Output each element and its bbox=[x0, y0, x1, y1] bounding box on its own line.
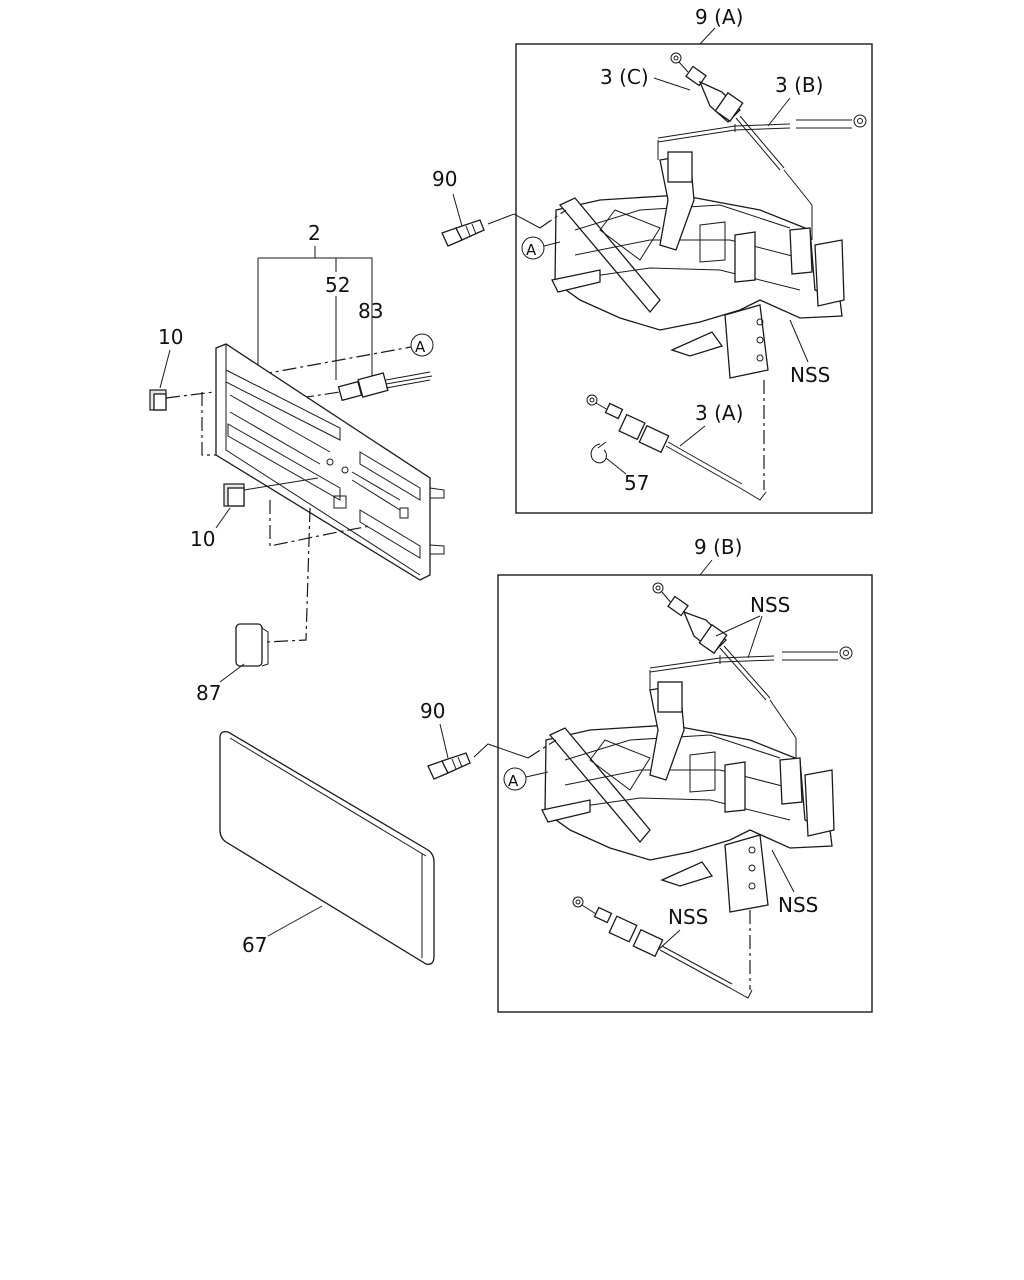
label-cable-3c: 3 (C) bbox=[600, 65, 649, 89]
label-assembly-9b: 9 (B) bbox=[694, 535, 742, 559]
knob-10-bottom bbox=[223, 477, 319, 507]
ref-a-box-b: A bbox=[508, 772, 519, 790]
label-clip-57: 57 bbox=[624, 471, 649, 495]
label-part-67: 67 bbox=[242, 933, 267, 957]
cable-3b bbox=[657, 114, 867, 160]
ref-a-box-a-circle bbox=[521, 236, 545, 260]
mechanism-body-9a bbox=[551, 151, 845, 379]
label-cable-3b: 3 (B) bbox=[775, 73, 823, 97]
control-panel-plate bbox=[215, 343, 445, 581]
cable-9b-top bbox=[649, 582, 853, 770]
control-panel-group: 2 52 83 A bbox=[149, 221, 445, 965]
label-part-87: 87 bbox=[196, 681, 221, 705]
label-assembly-9a: 9 (A) bbox=[695, 5, 743, 29]
knob-10-top bbox=[149, 389, 215, 411]
label-bolt-90-top: 90 bbox=[432, 167, 457, 191]
cable-3c bbox=[670, 52, 813, 240]
assembly-9b-group: 9 (B) NSS bbox=[420, 535, 873, 1013]
bulb-socket-52-83 bbox=[299, 371, 433, 402]
label-knob-10-bottom: 10 bbox=[190, 527, 215, 551]
cable-3a bbox=[586, 380, 767, 501]
bolt-90-bottom bbox=[427, 752, 471, 780]
label-part-83: 83 bbox=[358, 299, 383, 323]
mechanism-body-9b bbox=[541, 681, 835, 913]
lens-plate-67 bbox=[219, 730, 435, 965]
switch-cap-87 bbox=[235, 623, 269, 667]
ref-a-box-b-circle bbox=[503, 767, 527, 791]
label-nss-b-bottom: NSS bbox=[668, 905, 708, 929]
label-cable-3a: 3 (A) bbox=[695, 401, 743, 425]
assembly-9b-frame bbox=[497, 574, 873, 1013]
bolt-90-top bbox=[441, 219, 485, 247]
ref-a-panel-circle bbox=[410, 333, 434, 357]
label-nss-b-right: NSS bbox=[778, 893, 818, 917]
label-bolt-90-bottom: 90 bbox=[420, 699, 445, 723]
cable-9b-bottom bbox=[572, 896, 753, 999]
assembly-9a-group: 9 (A) 3 (C) 3 (B) bbox=[432, 5, 873, 514]
label-panel-2: 2 bbox=[308, 221, 321, 245]
label-part-52: 52 bbox=[325, 273, 350, 297]
label-knob-10-top: 10 bbox=[158, 325, 183, 349]
label-nss-b-top: NSS bbox=[750, 593, 790, 617]
clip-57 bbox=[590, 441, 607, 464]
assembly-9a-frame bbox=[515, 43, 873, 514]
ref-a-box-a: A bbox=[526, 241, 537, 259]
label-nss-a: NSS bbox=[790, 363, 830, 387]
ref-a-panel: A bbox=[415, 338, 426, 356]
